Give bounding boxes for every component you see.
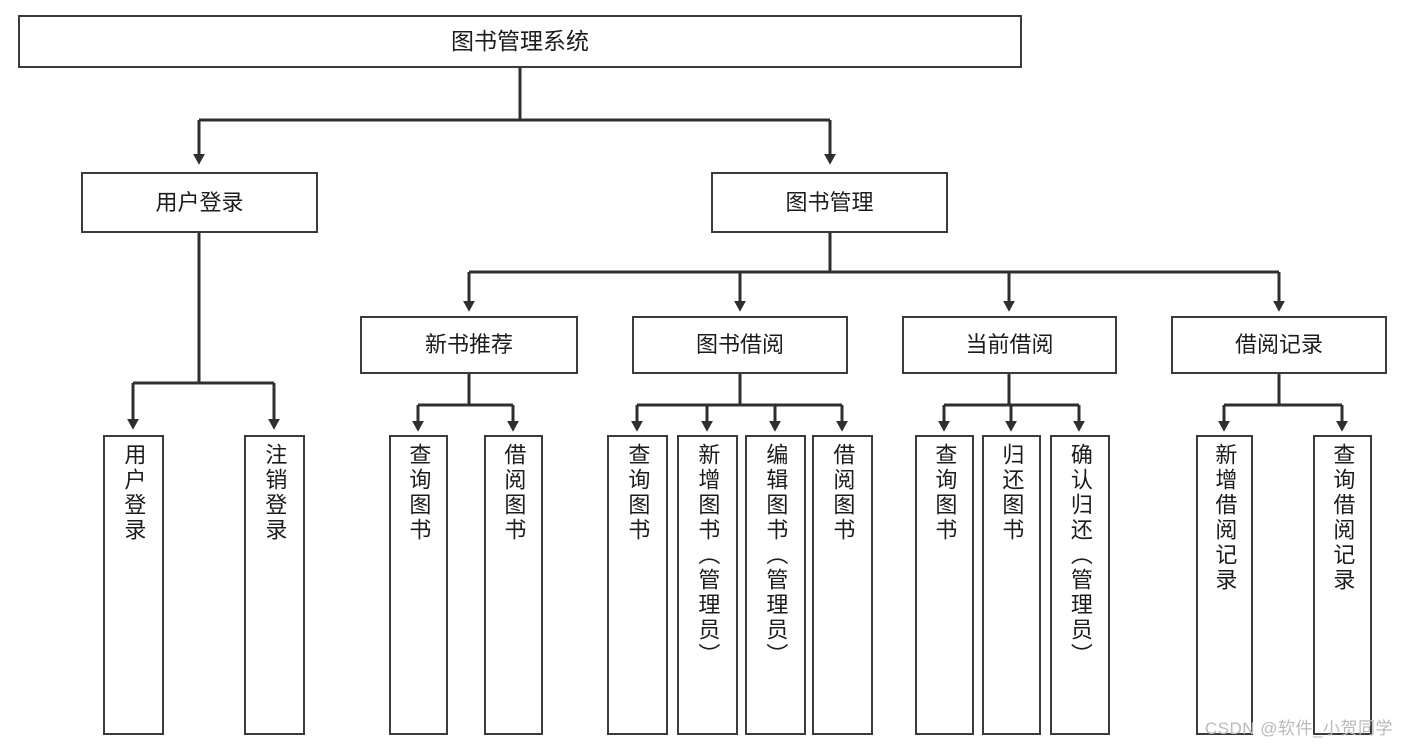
leaf-query-book-b-label: 查询图书	[625, 443, 651, 543]
node-new-book-recommend[interactable]: 新书推荐	[360, 316, 578, 374]
leaf-return-book[interactable]: 归还图书	[982, 435, 1041, 735]
node-current-borrow[interactable]: 当前借阅	[902, 316, 1117, 374]
watermark: CSDN @软件_小贺同学	[1204, 719, 1393, 738]
leaf-logout-label: 注销登录	[262, 443, 288, 543]
leaf-query-book-a-label: 查询图书	[406, 443, 432, 543]
leaf-add-record-label: 新增借阅记录	[1212, 443, 1238, 593]
node-book-borrow[interactable]: 图书借阅	[632, 316, 848, 374]
leaf-borrow-book-b[interactable]: 借阅图书	[812, 435, 873, 735]
leaf-query-record-label: 查询借阅记录	[1330, 443, 1356, 593]
leaf-query-book-a[interactable]: 查询图书	[389, 435, 448, 735]
node-book-borrow-label: 图书借阅	[695, 332, 784, 358]
node-user-login[interactable]: 用户登录	[81, 172, 318, 233]
leaf-query-record[interactable]: 查询借阅记录	[1313, 435, 1372, 735]
node-user-login-label: 用户登录	[155, 189, 244, 215]
leaf-user-login[interactable]: 用户登录	[103, 435, 164, 735]
leaf-confirm-return[interactable]: 确认归还（管理员）	[1050, 435, 1110, 735]
leaf-borrow-book-a[interactable]: 借阅图书	[484, 435, 543, 735]
leaf-add-record[interactable]: 新增借阅记录	[1196, 435, 1253, 735]
leaf-user-login-label: 用户登录	[121, 443, 147, 543]
leaf-query-book-c[interactable]: 查询图书	[915, 435, 974, 735]
leaf-edit-book-label: 编辑图书（管理员）	[763, 443, 789, 668]
leaf-add-book-label: 新增图书（管理员）	[695, 443, 721, 668]
leaf-edit-book[interactable]: 编辑图书（管理员）	[745, 435, 806, 735]
leaf-borrow-book-a-label: 借阅图书	[501, 443, 527, 543]
node-new-book-recommend-label: 新书推荐	[424, 332, 513, 358]
leaf-borrow-book-b-label: 借阅图书	[830, 443, 856, 543]
node-book-manage-label: 图书管理	[785, 189, 874, 215]
leaf-logout[interactable]: 注销登录	[244, 435, 305, 735]
leaf-confirm-return-label: 确认归还（管理员）	[1067, 443, 1093, 668]
node-current-borrow-label: 当前借阅	[965, 332, 1054, 358]
node-book-manage[interactable]: 图书管理	[711, 172, 948, 233]
node-borrow-record[interactable]: 借阅记录	[1171, 316, 1387, 374]
node-root-label: 图书管理系统	[451, 27, 589, 54]
leaf-query-book-b[interactable]: 查询图书	[607, 435, 668, 735]
node-borrow-record-label: 借阅记录	[1234, 332, 1323, 358]
leaf-query-book-c-label: 查询图书	[932, 443, 958, 543]
node-root[interactable]: 图书管理系统	[18, 15, 1022, 68]
leaf-return-book-label: 归还图书	[999, 443, 1025, 543]
leaf-add-book[interactable]: 新增图书（管理员）	[677, 435, 738, 735]
